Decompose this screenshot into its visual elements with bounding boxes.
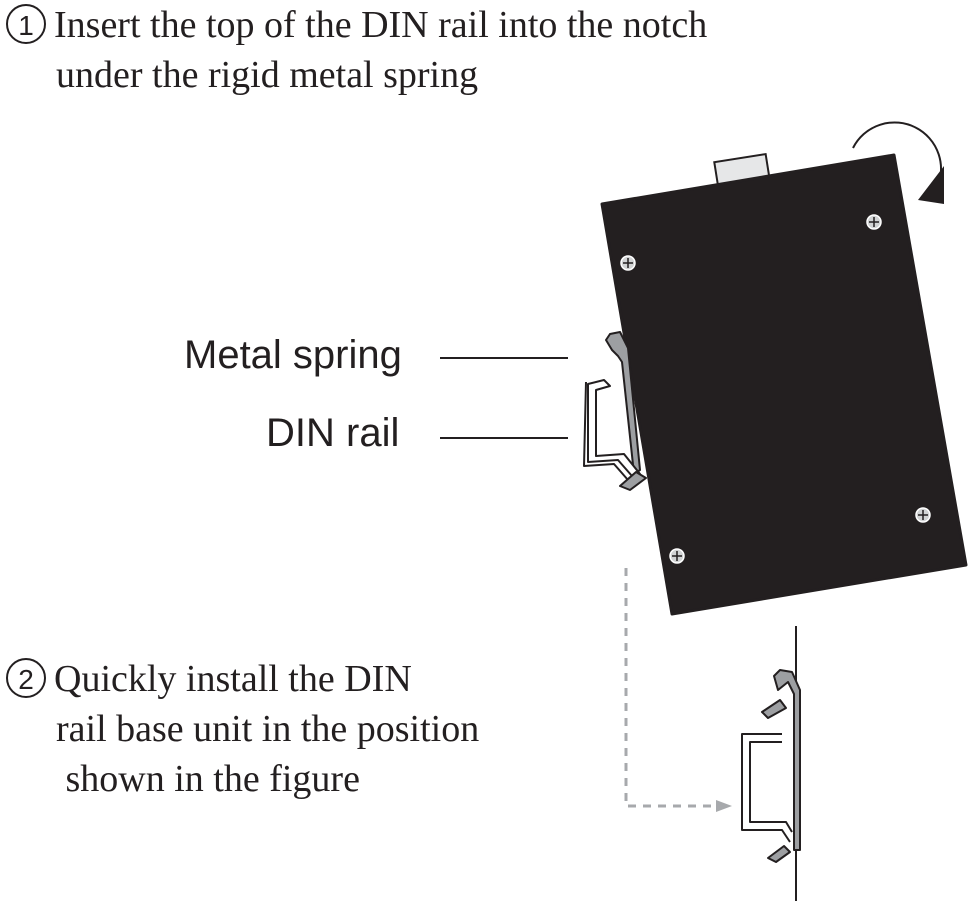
step-1-text-2: under the rigid metal spring: [56, 54, 479, 96]
step-2-text-2: rail base unit in the position: [56, 708, 480, 750]
din-rail-device-tilted: [600, 152, 968, 616]
device-body: [600, 153, 968, 616]
step-2-text-3: shown in the figure: [56, 758, 360, 800]
step-2-text-1: Quickly install the DIN: [54, 658, 412, 700]
screw-icon: [866, 214, 882, 230]
din-rail-label: DIN rail: [266, 411, 400, 455]
din-rail-clip-tilted: [583, 331, 647, 491]
step-1-number: 1: [6, 4, 46, 45]
din-rail-clip-mounted: [741, 669, 801, 863]
screw-icon: [669, 548, 685, 564]
rotate-arrow-icon: [852, 121, 944, 204]
step-2-number: 2: [6, 658, 46, 699]
screw-icon: [620, 255, 636, 271]
installation-arrow-icon: [624, 568, 732, 812]
step-1-text-1: Insert the top of the DIN rail into the …: [54, 4, 708, 46]
screw-icon: [915, 507, 931, 523]
metal-spring-label: Metal spring: [184, 333, 402, 377]
